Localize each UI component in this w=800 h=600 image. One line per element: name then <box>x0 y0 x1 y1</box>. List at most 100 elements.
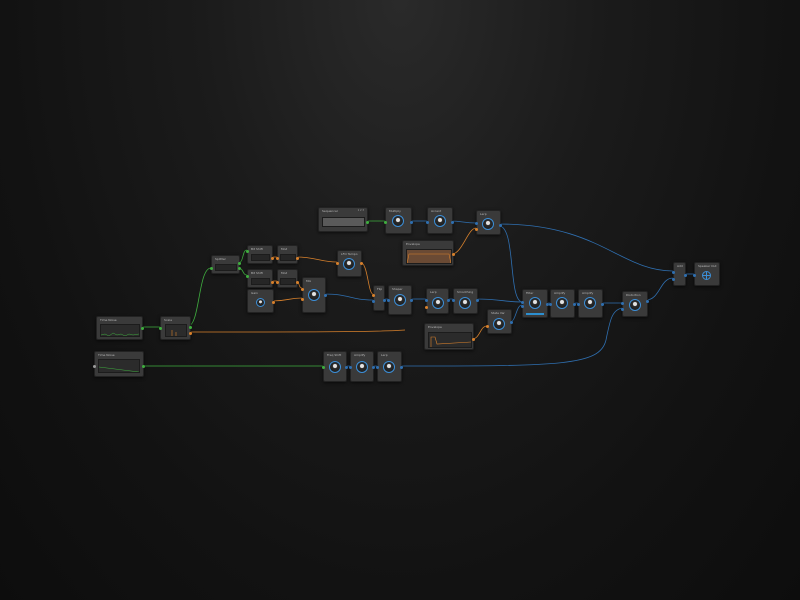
output-port[interactable] <box>141 327 144 330</box>
node-flip[interactable]: Flip <box>372 285 386 311</box>
input-port[interactable] <box>276 257 279 260</box>
input-port-2[interactable] <box>475 228 478 231</box>
node-accent[interactable]: Accent <box>426 207 454 234</box>
output-port[interactable] <box>684 274 687 277</box>
output-port[interactable] <box>272 301 275 304</box>
node-add[interactable]: Add <box>672 262 687 286</box>
node-envelope-2[interactable]: Envelope <box>424 323 475 350</box>
input-port-2[interactable] <box>521 305 524 308</box>
output-port[interactable] <box>324 294 327 297</box>
output-port[interactable] <box>646 300 649 303</box>
input-port[interactable] <box>322 366 325 369</box>
input-port[interactable] <box>276 281 279 284</box>
node-scale[interactable]: Scale <box>159 316 192 340</box>
output-port[interactable] <box>271 257 274 260</box>
output-port[interactable] <box>410 299 413 302</box>
node-sequencer[interactable]: Sequencer 1 2 3 <box>318 207 369 232</box>
node-freq-shift[interactable]: Freq Shift <box>322 351 348 382</box>
output-port[interactable] <box>451 221 454 224</box>
input-port-2[interactable] <box>672 278 675 281</box>
filter-knob[interactable] <box>529 297 541 309</box>
input-port[interactable] <box>387 299 390 302</box>
output-port[interactable] <box>383 299 386 302</box>
freq-shift-knob[interactable] <box>329 361 341 373</box>
output-port[interactable] <box>189 326 192 329</box>
output-port[interactable] <box>410 221 413 224</box>
input-port[interactable] <box>426 221 429 224</box>
node-amplify[interactable]: Amplify <box>549 289 576 318</box>
output-port[interactable] <box>296 257 299 260</box>
node-lfo-tempo[interactable]: LFO Tempo <box>336 250 363 277</box>
lerp-knob[interactable] <box>482 218 494 230</box>
bit-shift-field[interactable] <box>251 278 270 285</box>
output-port[interactable] <box>360 262 363 265</box>
node-lerp-low[interactable]: Lerp <box>376 351 403 382</box>
node-lerp-mid[interactable]: Lerp <box>425 288 450 314</box>
input-port[interactable] <box>577 303 580 306</box>
input-port[interactable] <box>486 325 489 328</box>
node-bit-shift-b[interactable]: Bit Shift <box>246 269 274 288</box>
amplify-knob[interactable] <box>556 297 568 309</box>
gain-knob[interactable] <box>256 298 265 307</box>
state-var-knob[interactable] <box>493 318 505 330</box>
input-port[interactable] <box>93 365 96 368</box>
mod-field[interactable] <box>280 254 296 261</box>
smoothing-knob[interactable] <box>459 297 471 309</box>
output-port[interactable] <box>345 366 348 369</box>
input-port[interactable] <box>475 222 478 225</box>
lerp-low-knob[interactable] <box>383 361 395 373</box>
node-mod-b[interactable]: Mod <box>276 269 299 288</box>
node-time-noise-2[interactable]: Time Noise <box>93 351 145 377</box>
node-lerp-top[interactable]: Lerp <box>475 210 502 235</box>
input-port[interactable] <box>521 301 524 304</box>
shaper-knob[interactable] <box>394 294 406 306</box>
output-port-2[interactable] <box>189 332 192 335</box>
input-port[interactable] <box>349 366 352 369</box>
input-port[interactable] <box>246 275 249 278</box>
input-port[interactable] <box>301 288 304 291</box>
output-port[interactable] <box>499 224 502 227</box>
output-port[interactable] <box>546 303 549 306</box>
node-shaper[interactable]: Shaper <box>387 285 413 315</box>
input-port[interactable] <box>425 299 428 302</box>
input-port[interactable] <box>246 250 249 253</box>
output-port[interactable] <box>366 221 369 224</box>
node-multiply[interactable]: Multiply <box>384 207 413 234</box>
node-state-var[interactable]: State Var <box>486 309 513 334</box>
input-port[interactable] <box>376 366 379 369</box>
mod-field[interactable] <box>280 278 296 285</box>
input-port[interactable] <box>372 294 375 297</box>
mix-knob[interactable] <box>308 289 320 301</box>
bit-shift-field[interactable] <box>251 254 270 261</box>
output-port[interactable] <box>400 366 403 369</box>
node-envelope[interactable]: Envelope <box>402 240 455 266</box>
input-port[interactable] <box>336 262 339 265</box>
output-port[interactable] <box>510 321 513 324</box>
output-port[interactable] <box>372 366 375 369</box>
output-port[interactable] <box>573 303 576 306</box>
input-port-2[interactable] <box>621 308 624 311</box>
amplify-2-knob[interactable] <box>584 297 596 309</box>
node-bit-shift-a[interactable]: Bit Shift <box>246 245 274 264</box>
input-port[interactable] <box>452 299 455 302</box>
amplify-3-knob[interactable] <box>356 361 368 373</box>
accent-knob[interactable] <box>434 215 446 227</box>
input-port[interactable] <box>384 221 387 224</box>
input-port-2[interactable] <box>372 300 375 303</box>
input-port[interactable] <box>672 271 675 274</box>
output-port[interactable] <box>271 281 274 284</box>
input-port-2[interactable] <box>425 306 428 309</box>
lerp-mid-knob[interactable] <box>432 297 444 309</box>
node-mix[interactable]: Mix <box>301 277 327 313</box>
node-gain[interactable]: Gain <box>247 289 275 313</box>
input-port[interactable] <box>549 303 552 306</box>
output-port-2[interactable] <box>238 267 241 270</box>
node-amplify-2[interactable]: Amplify <box>577 289 604 318</box>
output-port[interactable] <box>472 338 475 341</box>
node-distortion[interactable]: Distortion <box>621 291 649 317</box>
output-port[interactable] <box>296 281 299 284</box>
output-port[interactable] <box>142 365 145 368</box>
node-mod-a[interactable]: Mod <box>276 245 299 264</box>
node-splitter[interactable]: Splitter <box>210 255 241 274</box>
